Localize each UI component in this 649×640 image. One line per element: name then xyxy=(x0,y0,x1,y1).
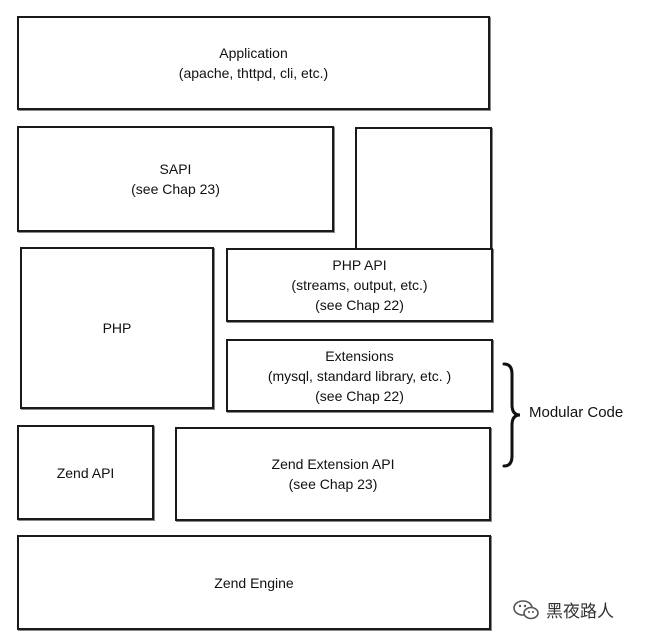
php-api-box: PHP API (streams, output, etc.) (see Cha… xyxy=(226,248,493,322)
watermark-text: 黑夜路人 xyxy=(546,602,614,621)
watermark: 黑夜路人 xyxy=(512,597,614,622)
php-api-subtitle: (streams, output, etc.) xyxy=(291,277,428,293)
sapi-subtitle: (see Chap 23) xyxy=(131,181,220,197)
php-api-extension-box xyxy=(355,127,492,250)
zend-extension-api-box: Zend Extension API (see Chap 23) xyxy=(175,427,491,521)
php-api-ref: (see Chap 22) xyxy=(315,297,404,313)
extensions-ref: (see Chap 22) xyxy=(315,387,404,404)
zend-extension-api-subtitle: (see Chap 23) xyxy=(288,476,378,492)
zend-extension-api-title: Zend Extension API xyxy=(271,456,395,472)
php-api-title: PHP API xyxy=(332,257,387,273)
php-title: PHP xyxy=(102,320,132,336)
zend-api-box: Zend API xyxy=(17,425,154,520)
wechat-icon xyxy=(513,599,539,619)
extensions-box: Extensions (mysql, standard library, etc… xyxy=(226,339,493,412)
php-box: PHP xyxy=(20,247,214,409)
application-box: Application (apache, thttpd, cli, etc.) xyxy=(17,16,490,110)
application-title: Application xyxy=(219,45,288,61)
extensions-subtitle: (mysql, standard library, etc. ) xyxy=(267,367,452,384)
modular-code-brace xyxy=(502,362,521,468)
zend-engine-box: Zend Engine xyxy=(17,535,491,630)
sapi-box: SAPI (see Chap 23) xyxy=(17,126,334,232)
modular-code-label: Modular Code xyxy=(529,404,624,421)
sapi-title: SAPI xyxy=(159,161,192,177)
application-subtitle: (apache, thttpd, cli, etc.) xyxy=(178,65,329,81)
extensions-title: Extensions xyxy=(325,347,394,364)
zend-engine-title: Zend Engine xyxy=(214,574,294,591)
zend-api-title: Zend API xyxy=(56,464,115,481)
